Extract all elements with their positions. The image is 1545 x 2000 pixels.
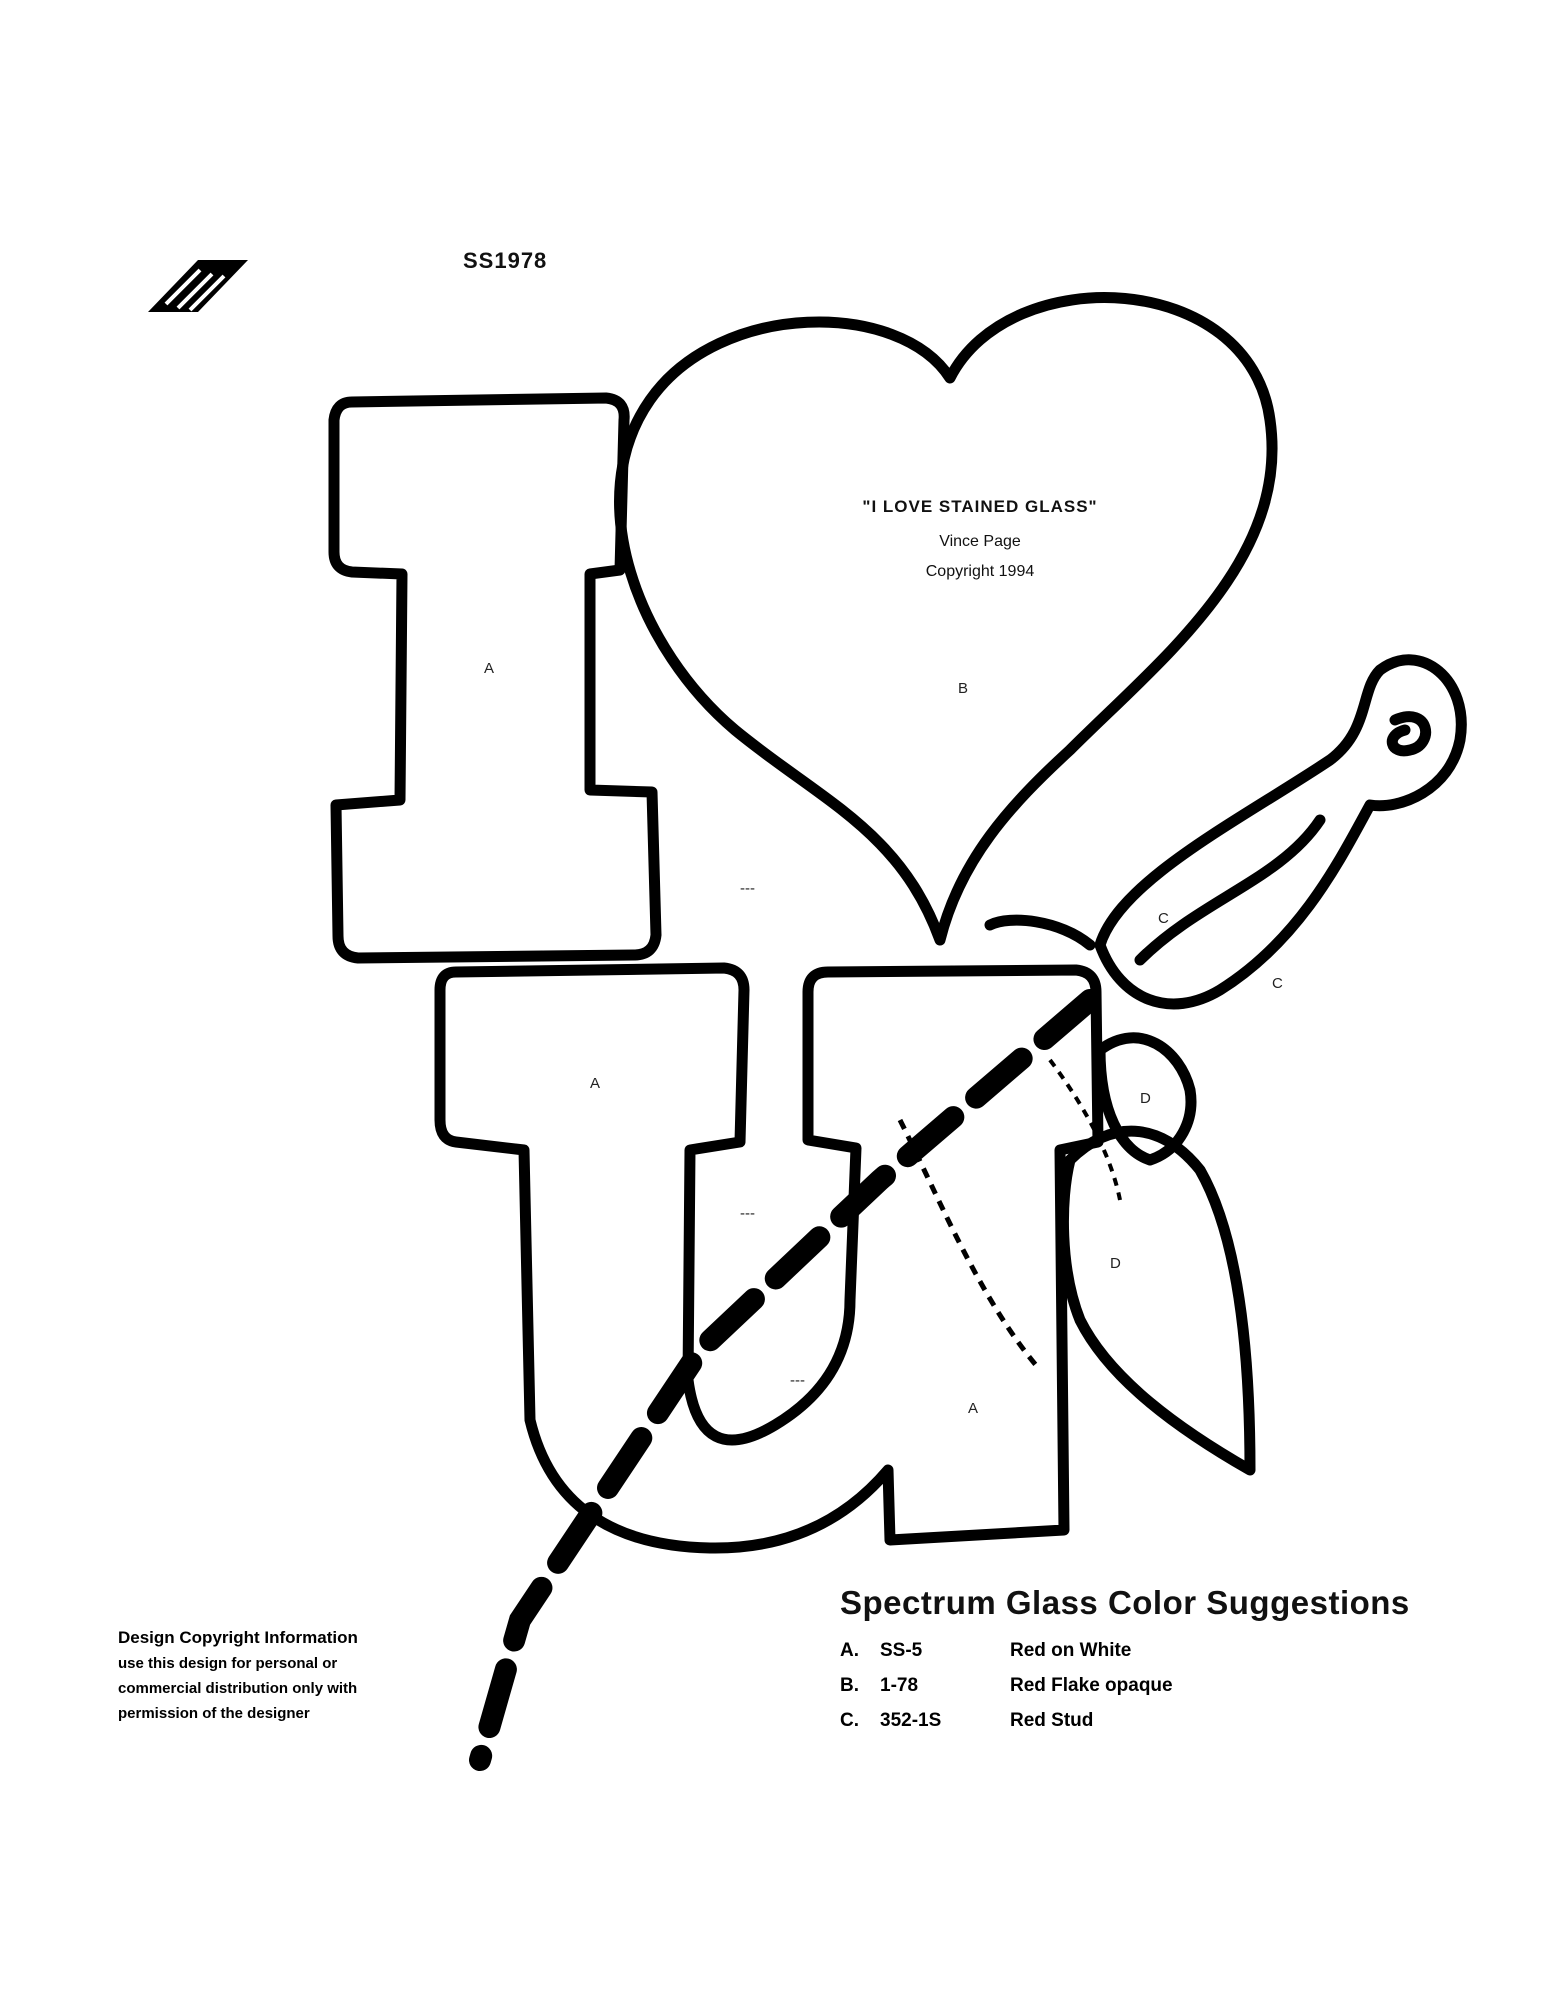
piece-label-u-right: A — [968, 1400, 979, 1417]
leaf-small-outline — [1094, 1032, 1197, 1166]
color-suggestions-title: Spectrum Glass Color Suggestions — [840, 1584, 1410, 1621]
color-key: C. — [840, 1710, 859, 1731]
pattern-code: SS1978 — [463, 248, 548, 273]
color-code: 352-1S — [880, 1710, 942, 1731]
color-name: Red Flake opaque — [1010, 1675, 1173, 1696]
piece-label-leaf-large: D — [1110, 1255, 1121, 1272]
rose-petal-line — [1134, 814, 1326, 966]
heart-designer: Vince Page — [939, 533, 1021, 550]
notice-line: permission of the designer — [118, 1705, 310, 1722]
color-row: C. 352-1S Red Stud — [840, 1710, 1093, 1732]
piece-label-bg-1: --- — [740, 880, 755, 897]
color-name: Red Stud — [1010, 1710, 1094, 1731]
piece-label-bg-3: --- — [790, 1372, 805, 1389]
piece-label-rose-petal: C — [1272, 975, 1283, 992]
spectrum-logo-icon — [148, 260, 248, 312]
notice-line: Design Copyright Information — [118, 1628, 358, 1647]
piece-label-leaf-small: D — [1140, 1090, 1151, 1107]
letter-u-outline — [434, 962, 1104, 1554]
color-code: 1-78 — [880, 1675, 919, 1696]
color-code: SS-5 — [880, 1640, 923, 1661]
heart-title: "I LOVE STAINED GLASS" — [862, 497, 1098, 516]
color-row: A. SS-5 Red on White — [840, 1640, 1131, 1662]
color-name: Red on White — [1010, 1640, 1132, 1661]
rose-spiral — [1387, 711, 1431, 757]
piece-label-i: A — [484, 660, 495, 677]
letter-i-outline — [328, 392, 662, 964]
leaf-stem — [984, 914, 1096, 951]
piece-label-bg-2: --- — [740, 1205, 755, 1222]
heart-copyright: Copyright 1994 — [925, 563, 1035, 580]
leaf-vein-2 — [1048, 1058, 1122, 1201]
notice-line: commercial distribution only with — [118, 1680, 358, 1697]
rose-bud-outline — [1094, 654, 1467, 1010]
color-key: A. — [840, 1640, 859, 1661]
piece-label-rose-bud: C — [1158, 910, 1169, 927]
heart-outline — [614, 292, 1278, 946]
piece-label-heart: B — [958, 680, 969, 697]
rose-stem — [469, 989, 1101, 1771]
notice-line: use this design for personal or — [118, 1655, 338, 1672]
piece-label-u-left: A — [590, 1075, 601, 1092]
leaf-large-outline — [1057, 1125, 1256, 1476]
color-row: B. 1-78 Red Flake opaque — [840, 1675, 1173, 1697]
color-key: B. — [840, 1675, 859, 1696]
